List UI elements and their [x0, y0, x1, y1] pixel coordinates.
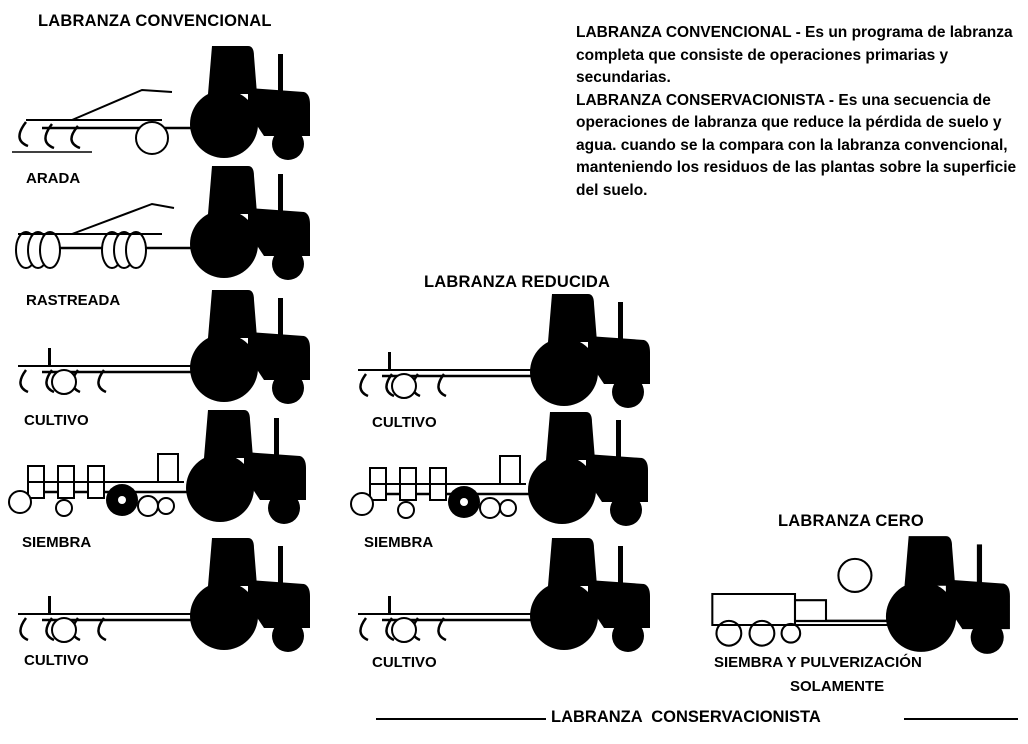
tillage-definitions: LABRANZA CONVENCIONAL - Es un programa d…: [576, 22, 1026, 202]
op-solamente-label: SOLAMENTE: [790, 678, 884, 695]
op-cultivo-label: CULTIVO: [372, 654, 437, 671]
conservation-term: LABRANZA CONSERVACIONISTA: [576, 92, 825, 109]
op-siembra-pulverizacion-label: SIEMBRA Y PULVERIZACIÓN: [714, 654, 922, 671]
cultivator-tractor-illustration: [352, 524, 652, 664]
zero-till-planter-sprayer-illustration: [702, 524, 1012, 664]
planter-tractor-illustration: [8, 396, 308, 536]
conservation-definition: LABRANZA CONSERVACIONISTA - Es una secue…: [576, 90, 1026, 203]
bracket-line-left: [376, 718, 546, 720]
cultivator-tractor-illustration: [12, 276, 312, 416]
bracket-line-right: [904, 718, 1018, 720]
cultivator-tractor-illustration: [12, 524, 312, 664]
conservation-tillage-bracket: LABRANZA CONSERVACIONISTA: [376, 706, 1018, 732]
disc-harrow-tractor-illustration: [12, 152, 312, 292]
conservation-tillage-label: LABRANZA CONSERVACIONISTA: [551, 708, 821, 727]
plow-tractor-illustration: [12, 32, 312, 172]
conventional-tillage-title: LABRANZA CONVENCIONAL: [38, 12, 272, 31]
planter-tractor-illustration: [350, 398, 650, 538]
conventional-definition: LABRANZA CONVENCIONAL - Es un programa d…: [576, 22, 1026, 90]
conventional-term: LABRANZA CONVENCIONAL: [576, 24, 791, 41]
op-cultivo-label: CULTIVO: [24, 652, 89, 669]
